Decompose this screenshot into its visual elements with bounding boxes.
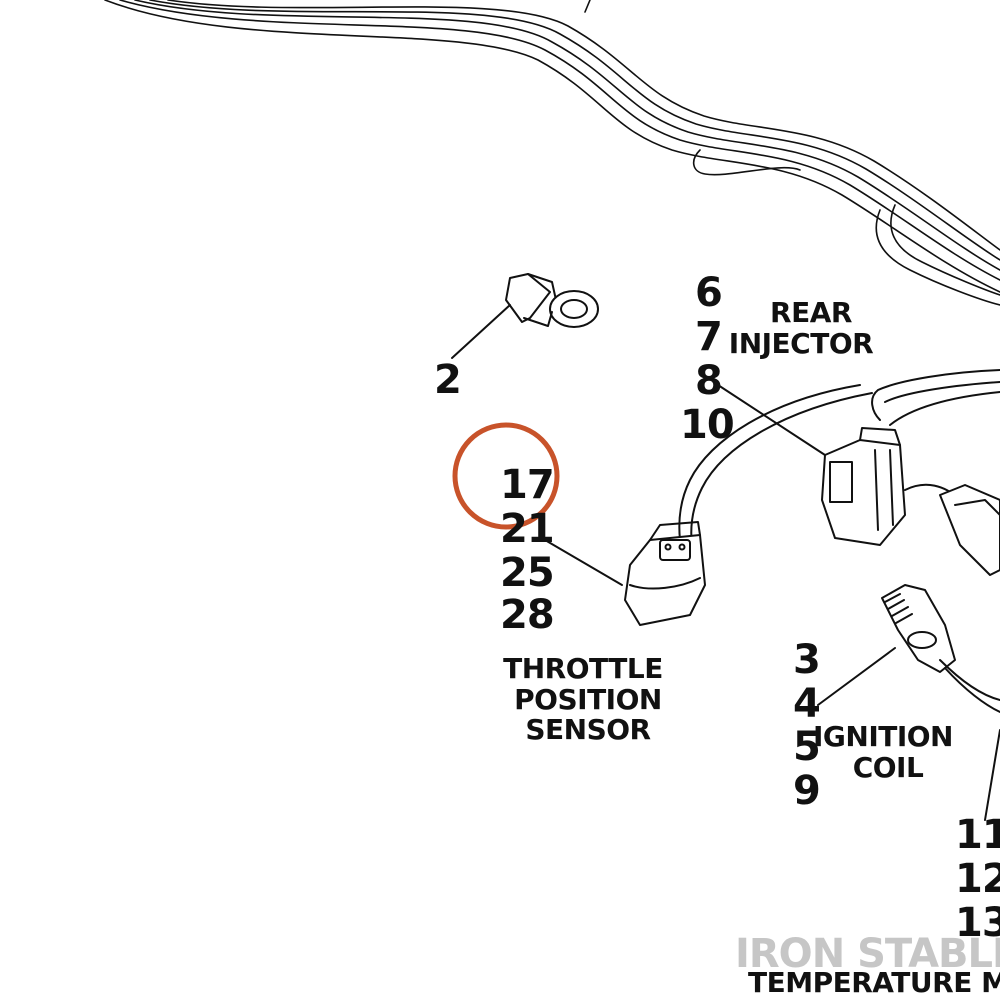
- leader-line-injector: [717, 384, 826, 456]
- throttle-position-sensor-connector: [624, 384, 873, 626]
- rear-injector-connector: [821, 369, 1000, 576]
- leader-line-ignition: [817, 647, 896, 706]
- callout-injector-3: 8: [695, 358, 722, 404]
- callout-ignition-4: 9: [793, 768, 820, 814]
- wire-harness-bundle: [104, 0, 1000, 306]
- bracket-clip-part: [505, 273, 599, 328]
- callout-bottom-2: 12: [955, 856, 1000, 902]
- callout-ignition-3: 5: [793, 724, 820, 770]
- label-throttle-line3: SENSOR: [525, 713, 650, 746]
- callout-2: 2: [434, 357, 461, 403]
- ignition-coil-connector: [881, 584, 1000, 821]
- label-throttle-line1: THROTTLE: [503, 652, 663, 685]
- label-ignition-line1: IGNITION: [813, 720, 953, 753]
- label-ignition-line2: COIL: [853, 751, 924, 784]
- callout-injector-1: 6: [695, 270, 722, 316]
- callout-bottom-3: 13: [955, 900, 1000, 946]
- label-rear-injector-line1: REAR: [770, 296, 852, 329]
- callout-injector-2: 7: [695, 314, 722, 360]
- label-temperature-manifold: TEMPERATURE MANI: [748, 966, 1000, 999]
- callout-throttle-2: 21: [500, 506, 554, 552]
- label-rear-injector-line2: INJECTOR: [729, 327, 873, 360]
- leader-line-throttle: [544, 539, 623, 586]
- watermark: IRON STABLE: [735, 931, 1000, 977]
- leader-line-2: [451, 304, 511, 359]
- callout-throttle-4: 28: [500, 592, 554, 638]
- highlight-circle: [452, 422, 560, 530]
- label-throttle-line2: POSITION: [514, 683, 662, 716]
- callout-throttle-3: 25: [500, 550, 554, 596]
- callout-ignition-1: 3: [793, 637, 820, 683]
- callout-throttle-1: 17: [500, 462, 554, 508]
- callout-bottom-1: 11: [955, 812, 1000, 858]
- callout-injector-4: 10: [680, 402, 734, 448]
- callout-ignition-2: 4: [793, 681, 820, 727]
